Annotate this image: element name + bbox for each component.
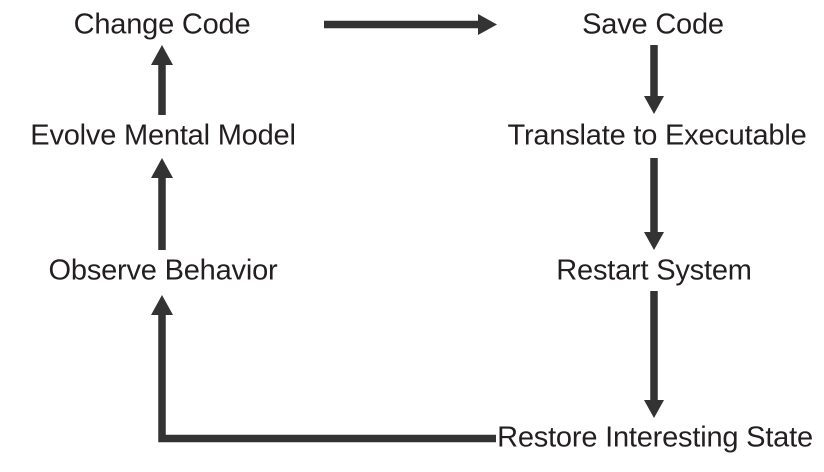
arrowhead-down — [644, 96, 664, 114]
node-observe-behavior: Observe Behavior — [48, 254, 278, 287]
node-translate-to-executable: Translate to Executable — [507, 119, 807, 152]
arrow-restart-to-restore — [644, 291, 664, 418]
arrowhead-up — [151, 158, 173, 178]
node-save-code: Save Code — [582, 8, 724, 41]
arrow-translate-to-restart — [644, 158, 664, 250]
arrowhead-down — [644, 400, 664, 418]
node-evolve-mental-model: Evolve Mental Model — [30, 119, 296, 152]
arrowhead-up — [151, 295, 173, 315]
arrow-restore-to-observe — [151, 295, 496, 443]
arrow-shaft-elbow — [158, 310, 496, 443]
arrow-change-code-to-save-code — [324, 14, 497, 35]
arrow-observe-to-evolve — [151, 158, 173, 250]
node-restart-system: Restart System — [556, 254, 752, 287]
arrow-save-code-to-translate — [644, 45, 664, 114]
node-restore-interesting-state: Restore Interesting State — [497, 421, 813, 454]
node-change-code: Change Code — [73, 8, 251, 41]
arrowhead-up — [151, 45, 173, 65]
arrowhead-down — [644, 232, 664, 250]
arrowhead-right — [478, 14, 497, 35]
arrow-evolve-to-change-code — [151, 45, 173, 115]
